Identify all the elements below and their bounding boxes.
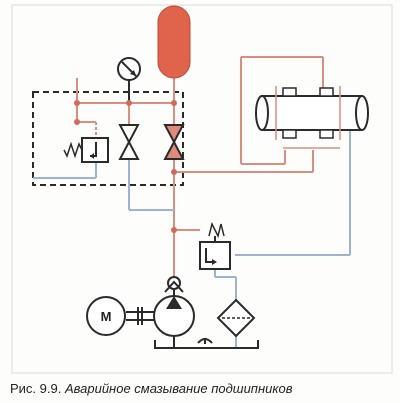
check-valve-icon [164,276,184,293]
filter-icon [216,298,256,338]
accumulator-icon [157,5,191,79]
junction-dots [74,100,177,233]
tank-icon [154,338,259,349]
diagram-canvas: M [11,4,393,374]
motor-label: M [101,309,112,324]
caption-number: Рис. 9.9. [10,381,62,396]
pressure-gauge-icon [117,57,141,92]
return-lines [33,120,351,348]
bearing-shaft-icon [255,86,369,149]
relief-valve-icon [63,137,109,163]
caption-text: Аварийное смазывание подшипников [64,381,293,396]
valve-red-icon [163,124,185,160]
motor-icon: M [86,296,126,336]
coupling-icon [126,307,154,325]
pump-icon [153,295,195,337]
valve-black-icon [118,124,140,160]
relief-valve-2-icon [199,221,231,270]
valve-block-frame [32,91,184,186]
figure-frame [11,4,393,374]
figure-caption: Рис. 9.9. Аварийное смазывание подшипник… [10,381,398,396]
